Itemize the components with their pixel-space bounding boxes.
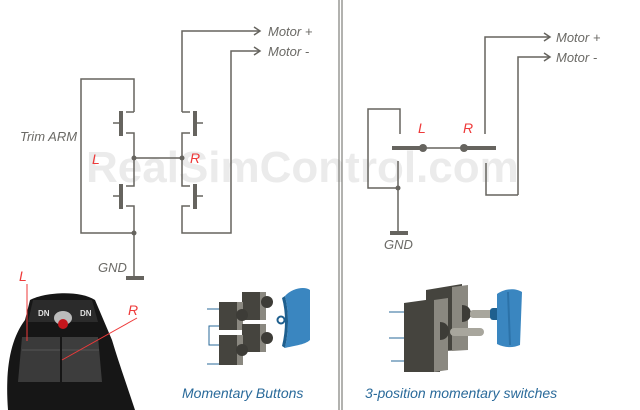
button-label-dn-right: DN	[80, 309, 92, 318]
caption-three-position-switches: 3-position momentary switches	[365, 385, 557, 401]
rocker-right	[62, 337, 102, 382]
right-circuit	[367, 32, 552, 235]
arrow-motor-plus-icon	[253, 26, 262, 36]
button-label-dn-left: DN	[38, 309, 50, 318]
label-gnd: GND	[98, 260, 127, 275]
label-l-right: L	[418, 120, 426, 136]
label-trim-arm: Trim ARM	[20, 129, 77, 144]
photo-label-r: R	[128, 302, 138, 318]
wire-motor-minus-right	[517, 56, 550, 195]
arrow-motor-plus-right-icon	[543, 32, 552, 42]
label-r: R	[190, 150, 200, 166]
wire-motor-plus-right	[484, 36, 550, 134]
left-circuit	[80, 26, 262, 280]
wire-motor-minus	[230, 50, 260, 208]
red-button-icon	[58, 319, 68, 329]
photo-label-l: L	[19, 268, 27, 284]
label-gnd-right: GND	[384, 237, 413, 252]
label-motor-plus-right: Motor +	[556, 30, 601, 45]
wire-motor-plus	[181, 30, 260, 112]
rocker-left	[18, 337, 60, 382]
arrow-motor-minus-right-icon	[543, 52, 552, 62]
label-motor-plus: Motor +	[268, 24, 313, 39]
label-r-right: R	[463, 120, 473, 136]
watermark-text: RealSimControl.com	[86, 143, 519, 192]
panel-divider	[338, 0, 343, 410]
label-motor-minus: Motor -	[268, 44, 310, 59]
label-l: L	[92, 151, 100, 167]
wire-trim-arm	[80, 78, 135, 234]
momentary-buttons-illustration	[207, 288, 310, 365]
caption-momentary-buttons: Momentary Buttons	[182, 385, 303, 401]
joystick-photo: DN DN	[7, 284, 138, 410]
three-position-switches-illustration	[389, 284, 522, 372]
arrow-motor-minus-icon	[253, 46, 262, 56]
label-motor-minus-right: Motor -	[556, 50, 598, 65]
